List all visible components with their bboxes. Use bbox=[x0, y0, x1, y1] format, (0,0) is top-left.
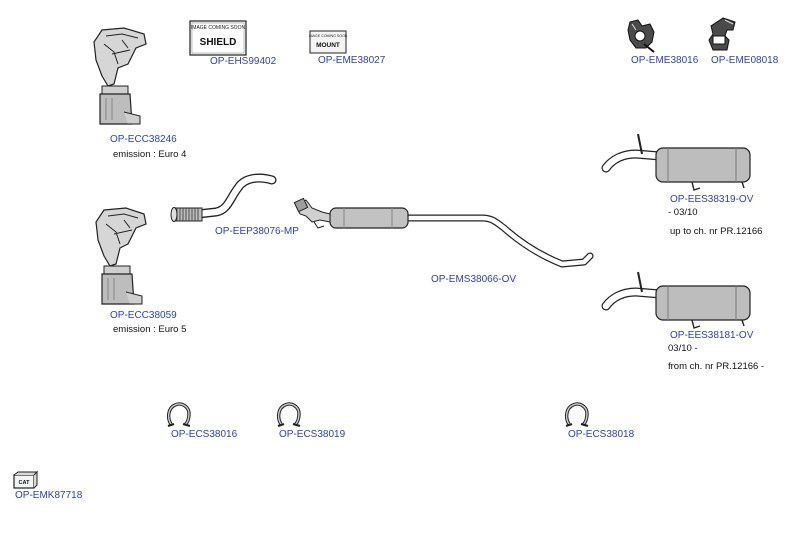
rear-silencer-icon[interactable] bbox=[598, 266, 758, 332]
placeholder-shield-label: SHIELD bbox=[200, 37, 237, 48]
part-code-link[interactable]: OP-EMS38066-OV bbox=[431, 274, 517, 285]
rubber-mount-icon[interactable] bbox=[703, 16, 739, 54]
part-note: up to ch. nr PR.12166 bbox=[670, 226, 763, 237]
part-code-link[interactable]: OP-ECS38019 bbox=[279, 429, 346, 440]
placeholder-caption: IMAGE COMING SOON bbox=[309, 34, 347, 38]
part-code-link[interactable]: OP-EHS99402 bbox=[210, 56, 277, 67]
part-code-link[interactable]: OP-ECC38246 bbox=[110, 134, 177, 145]
part-note: emission : Euro 4 bbox=[113, 149, 187, 160]
part-code-link[interactable]: OP-EEP38076-MP bbox=[215, 226, 299, 237]
part-note: emission : Euro 5 bbox=[113, 324, 187, 335]
part-code-link[interactable]: OP-EME38027 bbox=[318, 55, 386, 66]
part-code-link[interactable]: OP-EES38319-OV bbox=[670, 194, 754, 205]
part-code-link[interactable]: OP-ECS38016 bbox=[171, 429, 238, 440]
part-code-link[interactable]: OP-EME38016 bbox=[631, 55, 699, 66]
part-code-link[interactable]: OP-EME08018 bbox=[711, 55, 779, 66]
middle-silencer-icon[interactable] bbox=[292, 194, 594, 276]
part-note: - 03/10 bbox=[668, 207, 698, 218]
part-code-link[interactable]: OP-ECS38018 bbox=[568, 429, 635, 440]
catalytic-converter-icon[interactable] bbox=[84, 24, 154, 134]
clamp-icon[interactable] bbox=[564, 402, 590, 430]
clamp-icon[interactable] bbox=[166, 402, 192, 430]
part-code-link[interactable]: OP-EES38181-OV bbox=[670, 330, 754, 341]
image-coming-soon-mount-icon[interactable]: IMAGE COMING SOON MOUNT bbox=[309, 27, 347, 54]
image-coming-soon-shield-icon[interactable]: IMAGE COMING SOON SHIELD bbox=[189, 14, 247, 56]
part-code-link[interactable]: OP-ECC38059 bbox=[110, 310, 177, 321]
placeholder-caption: IMAGE COMING SOON bbox=[191, 25, 246, 31]
placeholder-mount-label: MOUNT bbox=[316, 42, 340, 49]
part-code-link[interactable]: OP-EMK87718 bbox=[15, 490, 83, 501]
part-note: 03/10 - bbox=[668, 343, 698, 354]
front-pipe-icon[interactable] bbox=[168, 170, 282, 230]
mounting-kit-icon[interactable]: CAT bbox=[12, 470, 38, 490]
part-note: from ch. nr PR.12166 - bbox=[668, 361, 765, 372]
clamp-icon[interactable] bbox=[276, 402, 302, 430]
rubber-mount-icon[interactable] bbox=[624, 18, 658, 54]
mounting-kit-label: CAT bbox=[19, 480, 31, 486]
rear-silencer-icon[interactable] bbox=[598, 128, 758, 194]
flex-pipe-section bbox=[173, 207, 203, 222]
catalytic-converter-icon[interactable] bbox=[88, 204, 154, 314]
